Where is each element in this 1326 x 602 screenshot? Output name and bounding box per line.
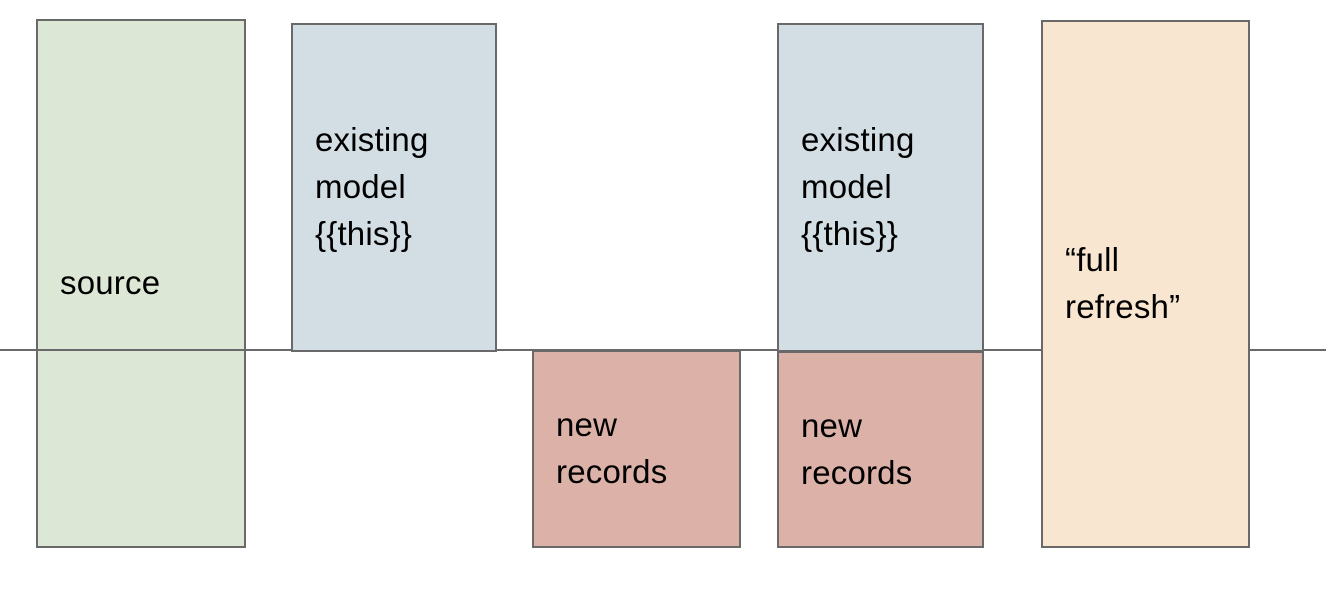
new-records-box-2: new records: [777, 351, 984, 548]
full-refresh-box: “full refresh”: [1041, 20, 1250, 548]
existing-model-box-2-label: existing model {{this}}: [801, 121, 915, 252]
new-records-box-2-label: new records: [801, 406, 913, 491]
existing-model-box-1: existing model {{this}}: [291, 23, 497, 352]
source-box-label: source: [60, 264, 161, 302]
full-refresh-box-label: “full refresh”: [1065, 241, 1181, 325]
new-records-box-1: new records: [532, 350, 741, 548]
new-records-box-1-label: new records: [556, 406, 668, 490]
existing-model-box-1-label: existing model {{this}}: [315, 121, 429, 252]
source-box: source: [36, 19, 246, 548]
existing-model-box-2: existing model {{this}}: [777, 23, 984, 352]
